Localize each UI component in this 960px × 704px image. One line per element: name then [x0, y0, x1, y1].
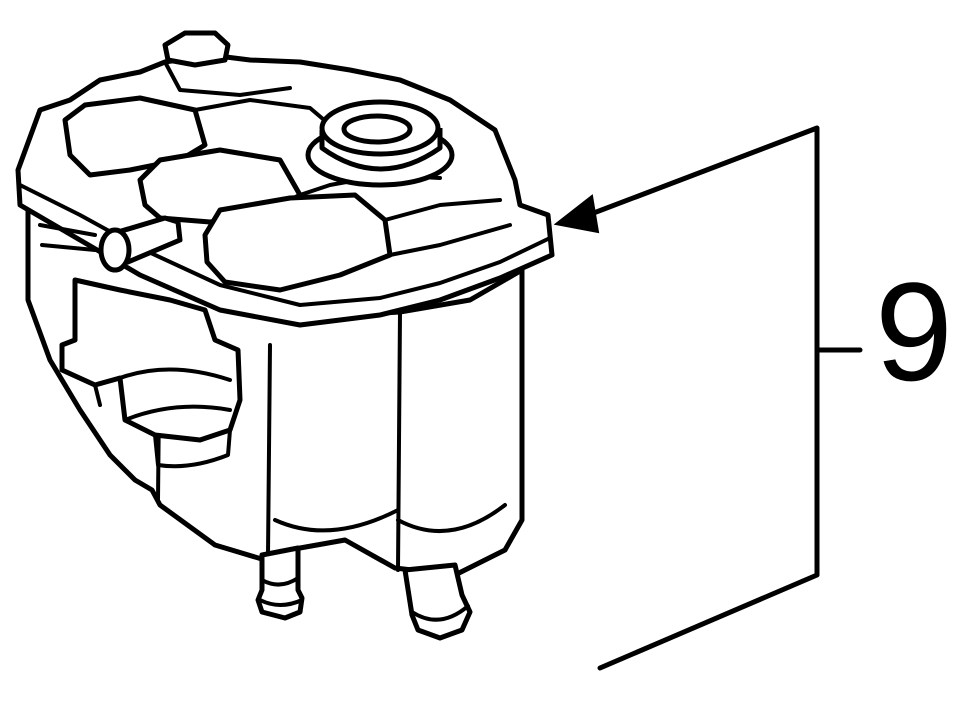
vent-nipple: [38, 215, 183, 273]
callout-number: 9: [875, 253, 953, 410]
outlet-right: [402, 562, 473, 641]
mounting-bracket: [59, 277, 243, 469]
leader-arrowhead: [553, 194, 600, 234]
outlet-left: [255, 545, 305, 621]
filler-neck: [305, 99, 455, 188]
callout-bracket: [553, 125, 863, 671]
